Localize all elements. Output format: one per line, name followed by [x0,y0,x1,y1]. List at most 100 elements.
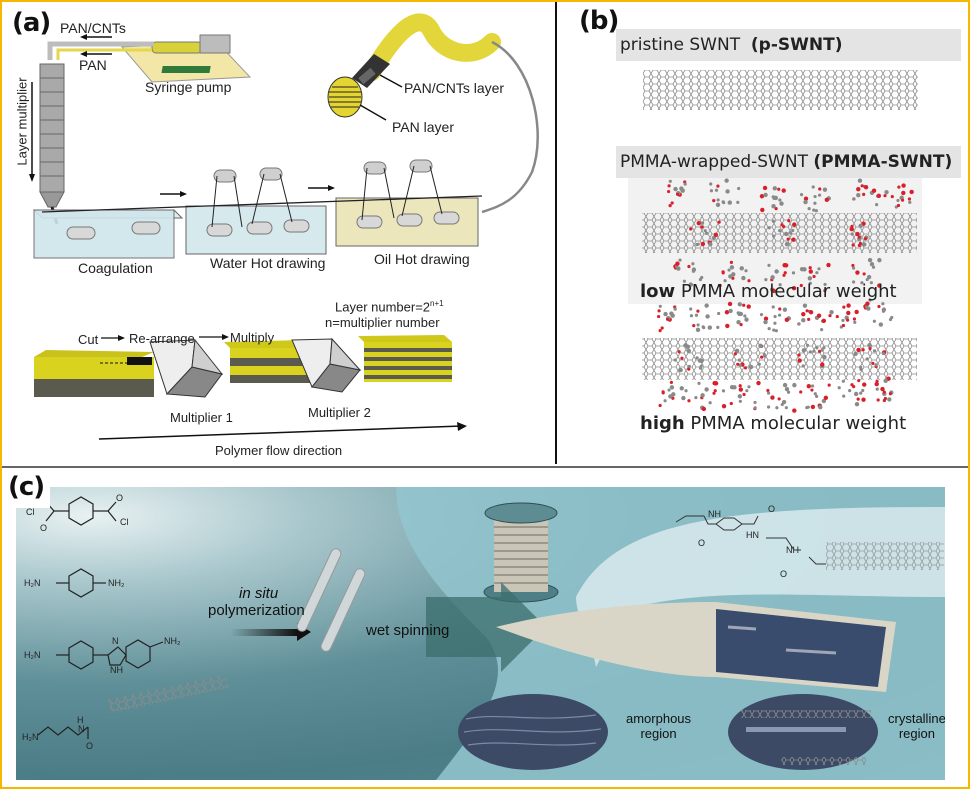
pmma-atom [771,305,775,309]
pmma-atom [721,404,727,409]
pmma-atom [770,275,775,280]
pmma-atom [697,381,701,385]
polymer-flow-arrow [98,425,463,440]
pmma-atom [813,194,817,199]
chem-o-top-3: O [780,569,788,579]
chem-h2n-2: H₂N [24,650,41,660]
pmma-atom [861,388,865,393]
pmma-atom [753,400,757,405]
pmma-atom [733,352,737,356]
pmma-atom [824,197,830,202]
panel-a: (a) [2,2,555,466]
pmma-atom [709,182,713,186]
pmma-atom [823,288,827,292]
crystalline-aligned-tubes [741,710,871,765]
pmma-atom [784,317,790,322]
pmma-atom [699,358,704,363]
pmma-swnt-header: PMMA-wrapped-SWNT (PMMA-SWNT) [616,146,961,178]
pmma-atom [704,303,709,308]
pmma-atom [742,392,746,397]
pmma-atom [676,266,681,271]
pmma-atom [869,281,873,285]
pmma-atom [767,263,771,267]
pmma-atom [810,404,816,410]
chem-h2n-1: H₂N [24,578,41,588]
pmma-atom [737,186,741,191]
pmma-atom [729,384,735,390]
pmma-atom [857,235,861,239]
label-amorphous-region: amorphous region [626,711,691,741]
chem-nh-top-2: NH [786,545,799,555]
pmma-atom [862,382,867,387]
pmma-atom [861,397,866,402]
layer-number-exponent: n+1 [430,299,444,308]
pmma-swnt-abbrev: (PMMA-SWNT) [813,152,953,172]
four-layer-block [224,340,310,383]
pmma-atom [799,283,803,288]
pmma-atom [727,200,733,205]
pmma-atom [851,280,856,284]
pmma-atom [890,315,894,320]
pmma-atom [856,347,861,353]
label-layer-multiplier: Layer multiplier [14,77,30,166]
low-mw-emphasis: low [640,281,676,302]
pmma-atom [658,403,662,408]
pmma-atom [777,313,782,317]
label-re-arrange: Re-arrange [129,331,195,346]
pmma-atom [718,283,722,288]
pmma-atom [760,355,764,359]
multiplier-segments [40,77,64,177]
low-mw-caption: low PMMA molecular weight [640,281,897,302]
pmma-atom [700,275,704,280]
pmma-atom [667,388,671,392]
pmma-atom [764,278,768,282]
chem-cl-2: Cl [120,517,129,527]
label-multiply: Multiply [230,330,275,345]
pmma-atom [848,389,852,393]
label-crystalline-region: crystalline region [888,711,945,741]
pmma-atom [708,241,713,247]
pmma-atom [725,323,730,329]
pmma-atom [680,356,684,360]
pmma-atom [682,279,686,283]
pmma-atom [673,358,677,362]
pmma-atom [762,185,768,191]
pmma-atom [881,309,886,313]
pmma-atom [857,178,863,183]
pmma-atom [875,387,879,391]
pmma-atom [816,313,822,318]
chem-o-2: O [116,493,124,503]
pmma-atom [862,272,866,276]
pmma-atom [817,267,821,271]
pmma-atom [858,223,863,229]
pmma-atom [868,298,872,302]
pmma-atom [716,325,720,329]
pmma-atom [779,201,784,206]
crystalline-word: crystalline [888,711,945,726]
arrowhead [80,34,87,40]
pmma-atom [807,206,811,211]
pmma-atom [772,186,778,191]
pmma-atom [725,189,730,194]
chem-nh2-1: NH₂ [108,578,125,588]
pmma-atom [773,195,779,201]
label-multiplier-2: Multiplier 2 [308,405,371,420]
pmma-atom [771,219,775,223]
label-pan-cnts-layer: PAN/CNTs layer [404,80,505,96]
pmma-atom [808,266,812,270]
coagulation-bath [32,209,184,259]
pmma-atom [668,204,672,208]
fiber-return [481,40,539,214]
high-mw-text: PMMA molecular weight [684,413,907,434]
tube-pan-cnts [47,41,154,60]
pmma-atom [711,235,717,241]
pmma-atom [849,226,854,232]
pmma-atom [782,273,786,277]
pmma-atom [862,242,867,247]
pmma-atom [869,261,875,267]
pmma-atom [826,262,831,268]
pmma-atom [851,243,855,247]
pmma-atom [683,343,688,348]
pmma-atom [739,266,744,271]
pmma-atom [857,379,861,383]
